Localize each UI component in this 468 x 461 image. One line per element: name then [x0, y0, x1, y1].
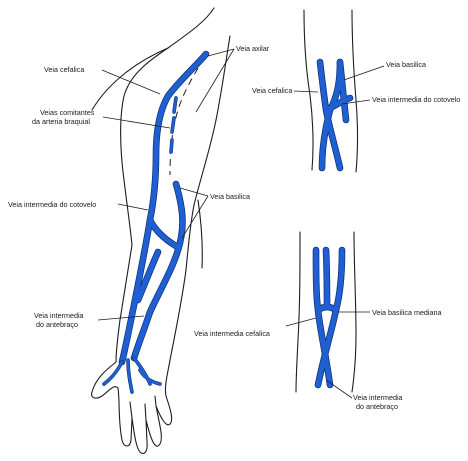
inset1-outline-left	[304, 10, 313, 170]
inset2-label-basilica-mediana: Veia basilica mediana	[372, 308, 442, 317]
hand-outline	[92, 360, 172, 454]
label-veia-intermedia-antebraco-line1: Veia intermedia	[34, 311, 84, 320]
inset2-label-intermedia-cefalica: Veia intermedia cefalica	[194, 329, 270, 338]
elbow-crease	[198, 200, 202, 268]
inset-forearm-variant: Veia basilica mediana Veia intermedia ce…	[194, 232, 442, 411]
label-veias-comitantes-line1: Veias comitantes	[40, 108, 95, 117]
label-veias-comitantes-line2: da arteria braquial	[32, 117, 90, 126]
label-veia-axilar: Veia axilar	[236, 44, 270, 53]
arm-outline-torso	[92, 48, 168, 110]
inset2-label-intermedia-antebraco-line1: Veia intermedia	[353, 393, 403, 402]
label-veia-intermedia-antebraco-line2: do antebraço	[36, 320, 78, 329]
label-veia-intermedia-cotovelo: Veia intermedia do cotovelo	[8, 200, 96, 209]
arm-outline-lateral	[170, 270, 186, 360]
main-arm-illustration: Veia cefalica Veias comitantes da arteri…	[8, 8, 270, 454]
comitant-veins	[171, 98, 176, 152]
label-veia-basilica: Veia basilica	[210, 192, 250, 201]
inset1-outline-right	[352, 10, 358, 172]
inset1-label-basilica: Veia basilica	[386, 60, 426, 69]
inset1-label-intermedia-cotovelo: Veia intermedia do cotovelo	[372, 95, 460, 104]
inset2-outline-left	[296, 232, 300, 392]
hand-veins	[104, 358, 160, 392]
inset2-label-intermedia-antebraco-line2: do antebraço	[356, 402, 398, 411]
inset1-label-cefalica: Veia cefalica	[252, 86, 292, 95]
inset-elbow-variant: Veia cefalica Veia basilica Veia interme…	[252, 10, 460, 172]
hand-finger-lines	[130, 396, 156, 420]
inset2-veins	[316, 250, 342, 385]
label-veia-cefalica: Veia cefalica	[44, 65, 84, 74]
